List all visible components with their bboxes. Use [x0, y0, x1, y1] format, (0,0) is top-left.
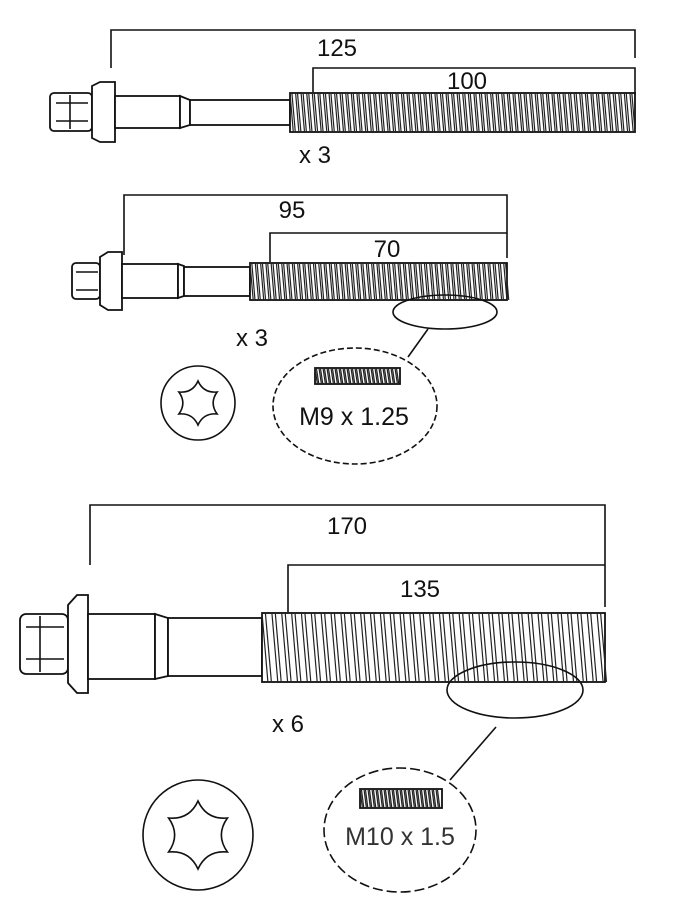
dimension-thread-1: 100: [312, 67, 636, 95]
dimension-thread-3: 135: [287, 564, 605, 612]
overall-length-label: 170: [327, 513, 367, 540]
bolt-3-shape: [19, 594, 608, 694]
thread-hatching: [359, 788, 441, 809]
thread-detail-marker: [392, 294, 498, 330]
thread-detail-marker: [446, 661, 584, 719]
overall-length-label: 95: [279, 197, 306, 224]
bolt-2-shape: [71, 251, 510, 311]
bolt-3: 170 135 x 6 M10 x 1.5: [19, 504, 608, 893]
thread-length-label: 100: [447, 68, 487, 95]
leader-line: [407, 328, 429, 358]
dimension-thread-2: 70: [269, 232, 507, 263]
thread-spec-callout: [323, 767, 477, 893]
leader-line: [449, 726, 497, 781]
thread-spec-label: M10 x 1.5: [345, 823, 455, 851]
thread-hatching: [289, 92, 636, 133]
bolt-1-shape: [49, 81, 636, 143]
bolt-1: 125 100 x 3: [49, 29, 636, 169]
bolt-2: 95 70 x 3 M9 x 1.25: [71, 194, 510, 465]
thread-hatching: [249, 262, 510, 301]
thread-spec-label: M9 x 1.25: [299, 403, 409, 431]
torx-head-icon: [142, 779, 254, 891]
quantity-label: x 6: [272, 711, 304, 738]
thread-length-label: 135: [400, 576, 440, 603]
thread-spec-callout: [272, 347, 438, 465]
thread-hatching: [314, 367, 400, 385]
dimension-overall-1: 125: [110, 29, 636, 68]
torx-head-icon: [160, 365, 236, 441]
dimension-overall-2: 95: [123, 194, 508, 258]
quantity-label: x 3: [299, 142, 331, 169]
quantity-label: x 3: [236, 325, 268, 352]
thread-length-label: 70: [374, 236, 401, 263]
thread-hatching: [261, 612, 608, 683]
dimension-overall-3: 170: [89, 504, 606, 607]
overall-length-label: 125: [317, 35, 357, 62]
